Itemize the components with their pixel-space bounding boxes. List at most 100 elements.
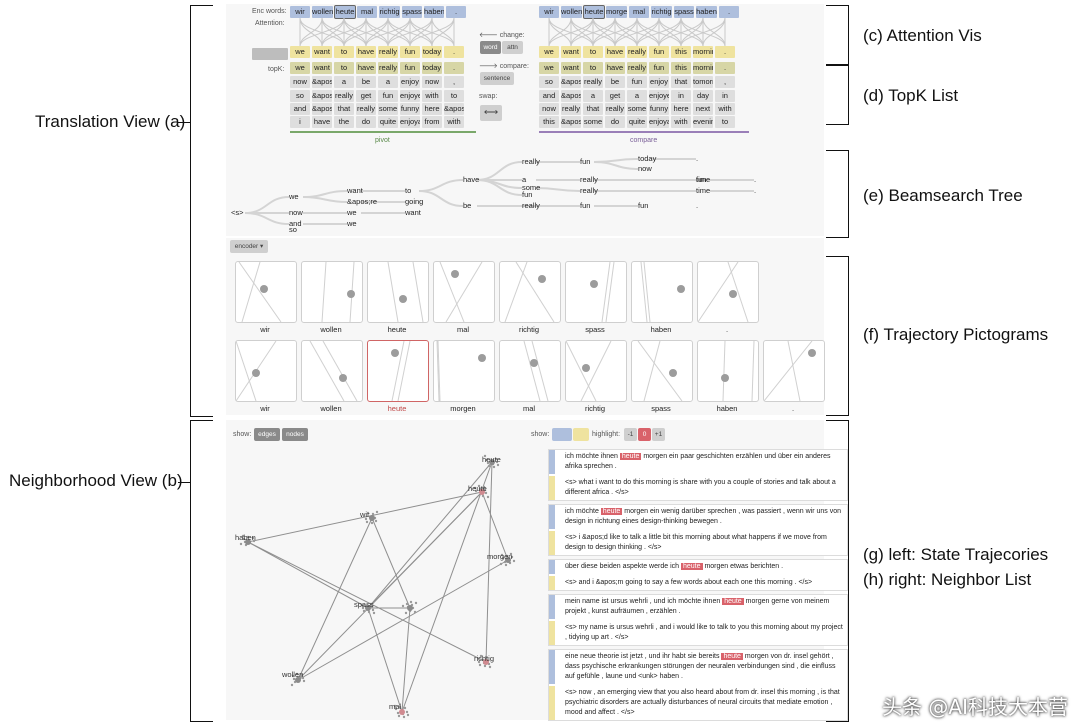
topk-token[interactable]: really bbox=[627, 62, 647, 74]
beam-word[interactable]: fun bbox=[580, 157, 591, 166]
beam-word[interactable]: now bbox=[638, 164, 652, 173]
trajectory-pictogram[interactable] bbox=[367, 261, 429, 323]
topk-token[interactable]: get bbox=[356, 90, 376, 102]
topk-token[interactable]: enjoyed bbox=[649, 90, 669, 102]
trajectory-pictogram[interactable] bbox=[697, 261, 759, 323]
enc-word-token[interactable]: spass bbox=[402, 6, 422, 18]
beam-word[interactable]: want bbox=[347, 186, 363, 195]
topk-token[interactable]: tomorrow bbox=[693, 76, 713, 88]
decoder-word-token[interactable]: morning bbox=[693, 46, 713, 58]
beam-word[interactable]: and bbox=[289, 219, 302, 228]
trajectory-pictogram[interactable] bbox=[499, 340, 561, 402]
topk-token[interactable]: a bbox=[334, 76, 354, 88]
topk-token[interactable]: some bbox=[583, 116, 603, 128]
topk-token[interactable]: enjoy bbox=[400, 76, 420, 88]
decoder-word-token[interactable]: want bbox=[312, 46, 332, 58]
topk-token[interactable]: funny bbox=[400, 103, 420, 115]
trajectory-node[interactable] bbox=[479, 489, 485, 495]
trajectory-pictogram[interactable] bbox=[301, 261, 363, 323]
topk-token[interactable]: some bbox=[627, 103, 647, 115]
trajectory-pictogram[interactable] bbox=[565, 261, 627, 323]
topk-token[interactable]: this bbox=[539, 116, 559, 128]
trajectory-node[interactable] bbox=[365, 605, 371, 611]
neighbor-list-item[interactable]: mein name ist ursus wehrli , und ich möc… bbox=[548, 594, 848, 646]
neighbor-list-item[interactable]: über diese beiden aspekte werde ich heut… bbox=[548, 559, 848, 591]
topk-token[interactable]: really bbox=[356, 103, 376, 115]
enc-word-token[interactable]: mal bbox=[357, 6, 377, 18]
decoder-word-token[interactable]: have bbox=[356, 46, 376, 58]
topk-token[interactable]: now bbox=[422, 76, 442, 88]
topk-token[interactable]: &apos;s bbox=[444, 103, 464, 115]
topk-token[interactable]: to bbox=[715, 116, 735, 128]
beam-word[interactable]: <s> bbox=[231, 208, 244, 217]
topk-token[interactable]: a bbox=[583, 90, 603, 102]
beam-word[interactable]: really bbox=[522, 157, 540, 166]
enc-word-token[interactable]: . bbox=[446, 6, 466, 18]
enc-word-token[interactable]: wir bbox=[539, 6, 559, 18]
topk-token[interactable]: be bbox=[356, 76, 376, 88]
topk-token[interactable]: funny bbox=[649, 103, 669, 115]
topk-token[interactable]: and bbox=[290, 103, 310, 115]
decoder-word-token[interactable]: to bbox=[334, 46, 354, 58]
topk-token[interactable]: we bbox=[290, 62, 310, 74]
beam-word[interactable]: . bbox=[696, 154, 699, 163]
topk-token[interactable]: that bbox=[583, 103, 603, 115]
beam-word[interactable]: really bbox=[580, 186, 598, 195]
decoder-word-token[interactable]: really bbox=[378, 46, 398, 58]
topk-token[interactable]: today bbox=[422, 62, 442, 74]
topk-token[interactable]: i bbox=[290, 116, 310, 128]
trajectory-node[interactable] bbox=[369, 515, 375, 521]
beam-word[interactable]: really bbox=[522, 201, 540, 210]
topk-token[interactable]: so bbox=[290, 90, 310, 102]
topk-token[interactable]: this bbox=[671, 62, 691, 74]
enc-word-token[interactable]: wollen bbox=[312, 6, 333, 18]
topk-token[interactable]: . bbox=[715, 62, 735, 74]
topk-token[interactable]: quite bbox=[627, 116, 647, 128]
decoder-word-token[interactable]: this bbox=[671, 46, 691, 58]
topk-token[interactable]: with bbox=[715, 103, 735, 115]
enc-word-token[interactable]: richtig bbox=[651, 6, 672, 18]
topk-token[interactable]: &apos;re bbox=[561, 76, 581, 88]
topk-token[interactable]: enjoyable bbox=[400, 116, 420, 128]
trajectory-pictogram[interactable] bbox=[565, 340, 627, 402]
neighbor-list-item[interactable]: eine neue theorie ist jetzt , und ihr ha… bbox=[548, 649, 848, 721]
beam-word[interactable]: we bbox=[347, 219, 357, 228]
topk-token[interactable]: , bbox=[715, 76, 735, 88]
topk-token[interactable]: day bbox=[693, 90, 713, 102]
topk-token[interactable]: in bbox=[671, 90, 691, 102]
beam-word[interactable]: so bbox=[289, 225, 297, 234]
topk-token[interactable]: from bbox=[422, 116, 442, 128]
trajectory-pictogram[interactable] bbox=[697, 340, 759, 402]
trajectory-pictogram[interactable] bbox=[499, 261, 561, 323]
beam-word[interactable]: time bbox=[696, 175, 711, 184]
beam-word[interactable]: fun bbox=[638, 201, 649, 210]
highlight-minus-button[interactable]: -1 bbox=[624, 428, 637, 441]
edges-button[interactable]: edges bbox=[254, 428, 280, 441]
encoder-dropdown[interactable]: encoder ▾ bbox=[230, 240, 268, 253]
topk-token[interactable]: morning bbox=[693, 62, 713, 74]
trajectory-pictogram[interactable] bbox=[433, 340, 495, 402]
word-button[interactable]: word bbox=[480, 41, 501, 54]
topk-token[interactable]: quite bbox=[378, 116, 398, 128]
topk-token[interactable]: a bbox=[378, 76, 398, 88]
topk-token[interactable]: so bbox=[539, 76, 559, 88]
topk-token[interactable]: really bbox=[605, 103, 625, 115]
enc-word-token[interactable]: wir bbox=[290, 6, 310, 18]
decoder-word-token[interactable]: . bbox=[444, 46, 464, 58]
enc-word-token[interactable]: morgen bbox=[606, 6, 627, 18]
topk-token[interactable]: enjoyable bbox=[649, 116, 669, 128]
topk-token[interactable]: . bbox=[444, 62, 464, 74]
topk-token[interactable]: have bbox=[605, 62, 625, 74]
decoder-word-token[interactable]: want bbox=[561, 46, 581, 58]
decoder-word-token[interactable]: fun bbox=[649, 46, 669, 58]
topk-token[interactable]: &apos;ll bbox=[312, 103, 332, 115]
topk-token[interactable]: some bbox=[378, 103, 398, 115]
topk-token[interactable]: with bbox=[671, 116, 691, 128]
highlight-zero-button[interactable]: 0 bbox=[638, 428, 651, 441]
topk-token[interactable]: evening bbox=[693, 116, 713, 128]
trajectory-node[interactable] bbox=[483, 659, 489, 665]
topk-token[interactable]: here bbox=[671, 103, 691, 115]
topk-token[interactable]: now bbox=[290, 76, 310, 88]
trajectory-pictogram[interactable] bbox=[631, 340, 693, 402]
trajectory-pictogram[interactable] bbox=[235, 340, 297, 402]
